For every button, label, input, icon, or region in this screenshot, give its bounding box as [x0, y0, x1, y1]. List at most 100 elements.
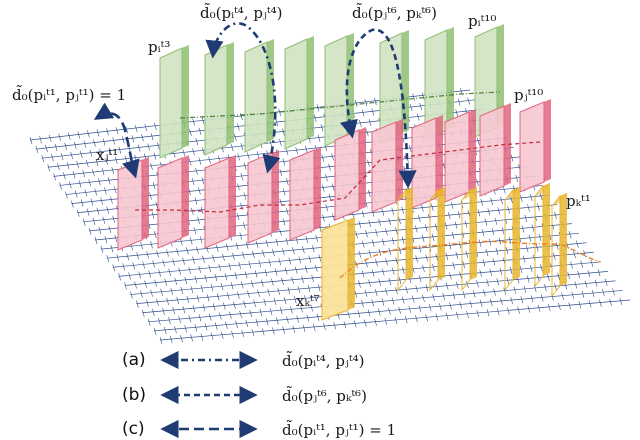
arrow-b-dashed: [340, 28, 417, 189]
grid-tick: [192, 148, 195, 156]
grid-row-line: [154, 290, 623, 332]
grid-tick: [186, 296, 190, 304]
grid-tick: [159, 336, 163, 345]
pink-panel: [334, 127, 366, 221]
grid-tick: [502, 186, 506, 194]
grid-tick: [605, 278, 608, 286]
grid-tick: [271, 278, 274, 286]
grid-tick: [364, 319, 367, 327]
grid-tick: [577, 270, 581, 279]
grid-tick: [257, 289, 260, 297]
grid-tick: [521, 225, 525, 233]
grid-tick: [199, 236, 203, 244]
grid-tick: [489, 268, 493, 276]
grid-tick: [284, 267, 288, 275]
label-d-left: d̃₀(pᵢᵗ¹, pⱼᵗ¹) = 1: [12, 85, 126, 104]
grid-tick: [322, 184, 325, 192]
grid-tick: [92, 217, 96, 225]
grid-tick: [200, 206, 204, 214]
legend-formula-b: d̃₀(pⱼᵗ⁶, pₖᵗ⁶): [282, 386, 367, 405]
grid-tick: [361, 300, 364, 308]
grid-tick: [74, 141, 77, 149]
grid-tick: [361, 240, 365, 248]
trajectory-k-panels: [321, 183, 567, 321]
green-panel: [284, 36, 314, 150]
grid-tick: [104, 235, 108, 244]
grid-tick: [508, 236, 512, 244]
grid-tick: [395, 287, 398, 295]
grid-tick: [306, 314, 310, 322]
grid-tick: [457, 98, 461, 106]
grid-tick: [194, 197, 198, 205]
grid-tick: [261, 279, 264, 287]
grid-row-line: [124, 242, 587, 286]
grid-tick: [94, 188, 97, 196]
grid-tick: [233, 301, 236, 309]
yellow-panel: [397, 187, 413, 292]
grid-tick: [401, 296, 405, 304]
grid-tick: [190, 285, 194, 294]
grid-tick: [367, 309, 371, 317]
grid-tick: [202, 304, 206, 312]
grid-tick: [235, 320, 238, 328]
grid-tick: [472, 290, 476, 298]
grid-tick: [554, 211, 557, 220]
grid-tick: [121, 136, 125, 144]
grid-tick: [394, 316, 398, 325]
grid-tick: [590, 259, 594, 267]
yellow-panel: [534, 183, 550, 288]
grid-tick: [245, 241, 249, 249]
grid-tick: [467, 97, 470, 105]
grid-tick: [263, 298, 267, 307]
green-panel: [324, 33, 354, 147]
label-d-top-left: d̃₀(pᵢᵗ⁴, pⱼᵗ⁴): [200, 3, 282, 22]
grid-tick: [178, 316, 181, 324]
grid-tick: [540, 294, 544, 302]
grid-tick: [178, 267, 181, 275]
grid-tick: [331, 183, 335, 191]
grid-tick: [283, 297, 287, 305]
grid-tick: [192, 118, 195, 126]
grid-tick: [295, 147, 299, 155]
grid-tick: [214, 274, 218, 282]
grid-tick: [250, 280, 254, 288]
grid-tick: [432, 293, 435, 301]
grid-tick: [302, 246, 305, 254]
grid-tick: [580, 260, 583, 268]
grid-tick: [267, 288, 270, 296]
grid-tick: [168, 316, 171, 325]
green-panel: [474, 24, 504, 138]
grid-tick: [316, 313, 320, 321]
grid-tick: [184, 276, 188, 284]
grid-tick: [132, 262, 135, 270]
grid-tick: [47, 164, 51, 172]
grid-tick: [241, 329, 245, 338]
grid-tick: [378, 218, 381, 227]
yellow-panel: [429, 187, 445, 292]
grid-tick: [419, 102, 422, 111]
grid-tick: [223, 302, 226, 310]
green-panel: [204, 42, 234, 156]
grid-tick: [312, 245, 315, 253]
grid-tick: [314, 294, 317, 302]
grid-tick: [496, 308, 500, 316]
grid-tick: [155, 201, 158, 209]
grid-tick: [146, 299, 149, 307]
grid-tick: [328, 163, 331, 171]
grid-tick: [136, 300, 139, 308]
label-pi-t10: pᵢᵗ¹⁰: [468, 12, 496, 30]
grid-tick: [571, 291, 575, 299]
grid-tick: [574, 281, 578, 289]
grid-tick: [141, 134, 144, 142]
grid-tick: [110, 196, 113, 204]
grid-tick: [573, 251, 576, 259]
grid-tick: [479, 299, 483, 307]
grid-tick: [540, 264, 543, 272]
grid-tick: [435, 253, 439, 261]
grid-tick: [368, 279, 371, 287]
grid-tick: [57, 163, 60, 171]
grid-tick: [558, 303, 561, 311]
grid-tick: [353, 320, 357, 328]
grid-tick: [194, 324, 198, 332]
grid-tick: [583, 250, 586, 258]
